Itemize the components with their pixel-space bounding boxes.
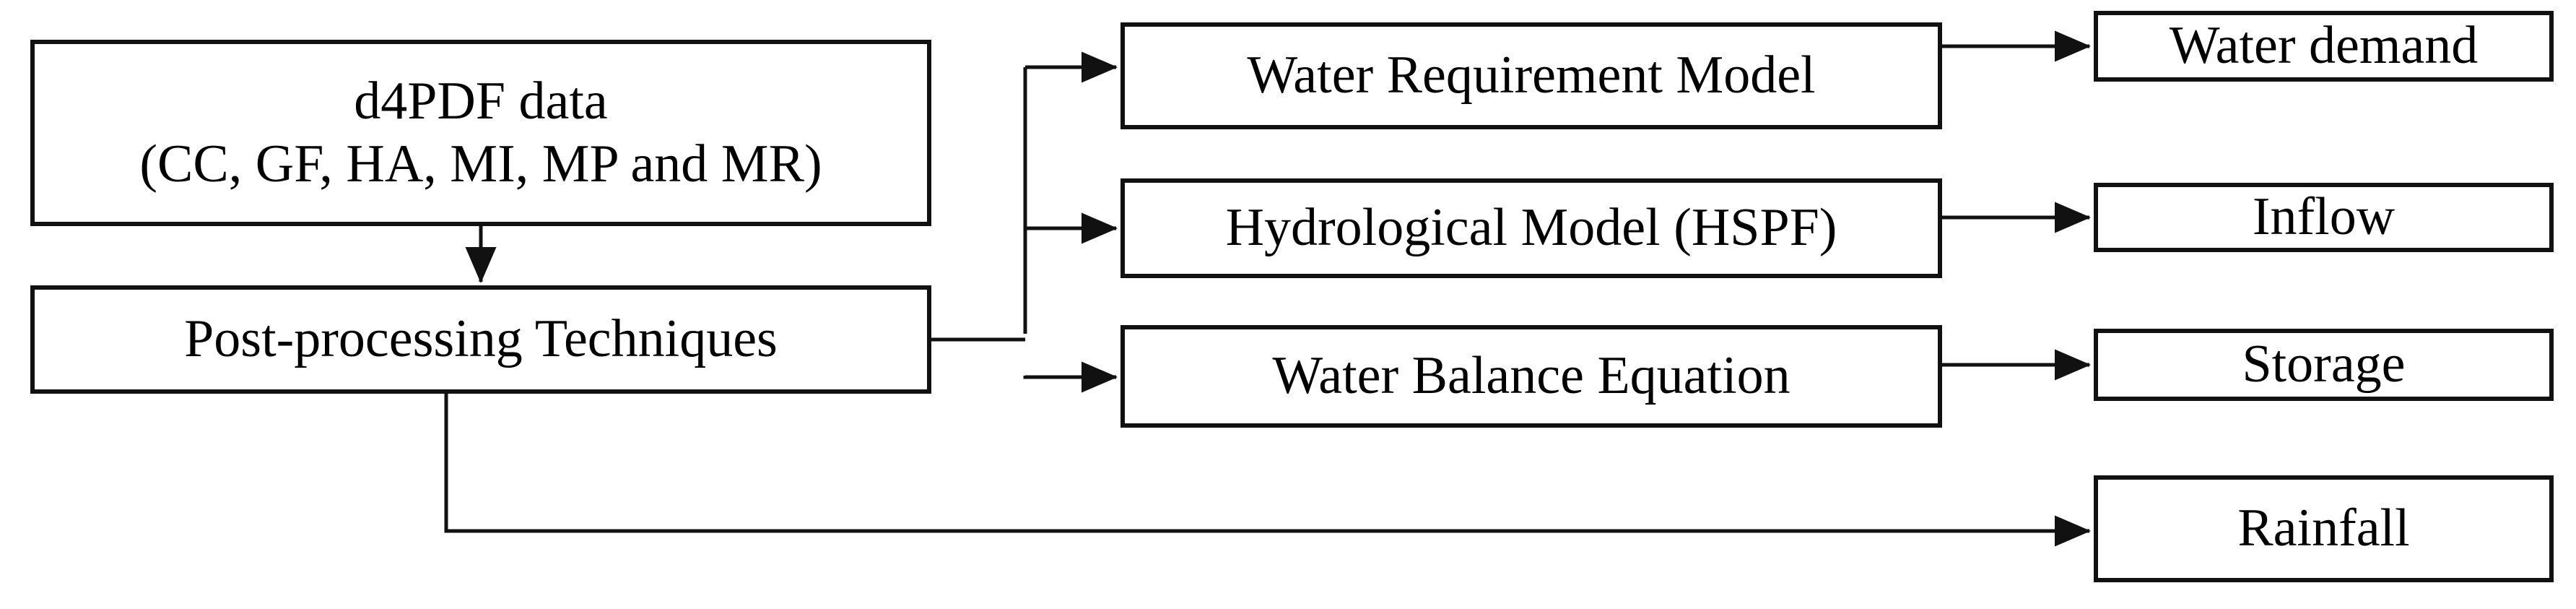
node-source-line-1: d4PDF data [354,71,608,131]
node-post-processing-techniques[interactable]: Post-processing Techniques [30,285,931,394]
node-hydrological-model-label: Hydrological Model (HSPF) [1225,198,1837,258]
node-post-processing-label: Post-processing Techniques [184,309,778,369]
node-storage[interactable]: Storage [2094,329,2554,401]
node-hydrological-model-hspf[interactable]: Hydrological Model (HSPF) [1121,178,1942,278]
node-water-requirement-model[interactable]: Water Requirement Model [1121,22,1942,129]
node-water-demand-label: Water demand [2169,16,2479,76]
node-source-d4pdf-data[interactable]: d4PDF data (CC, GF, HA, MI, MP and MR) [30,40,931,226]
node-rainfall[interactable]: Rainfall [2094,475,2554,582]
node-rainfall-label: Rainfall [2237,498,2410,558]
node-inflow[interactable]: Inflow [2094,183,2554,252]
node-water-balance-equation-label: Water Balance Equation [1272,346,1790,406]
node-source-line-2: (CC, GF, HA, MI, MP and MR) [139,134,822,194]
node-water-demand[interactable]: Water demand [2094,11,2554,82]
node-inflow-label: Inflow [2252,187,2396,247]
edge-postprocessing-to-water-balance-equation [1023,361,1118,393]
node-water-balance-equation[interactable]: Water Balance Equation [1121,325,1942,428]
node-water-requirement-model-label: Water Requirement Model [1247,46,1816,105]
node-storage-label: Storage [2242,334,2406,394]
